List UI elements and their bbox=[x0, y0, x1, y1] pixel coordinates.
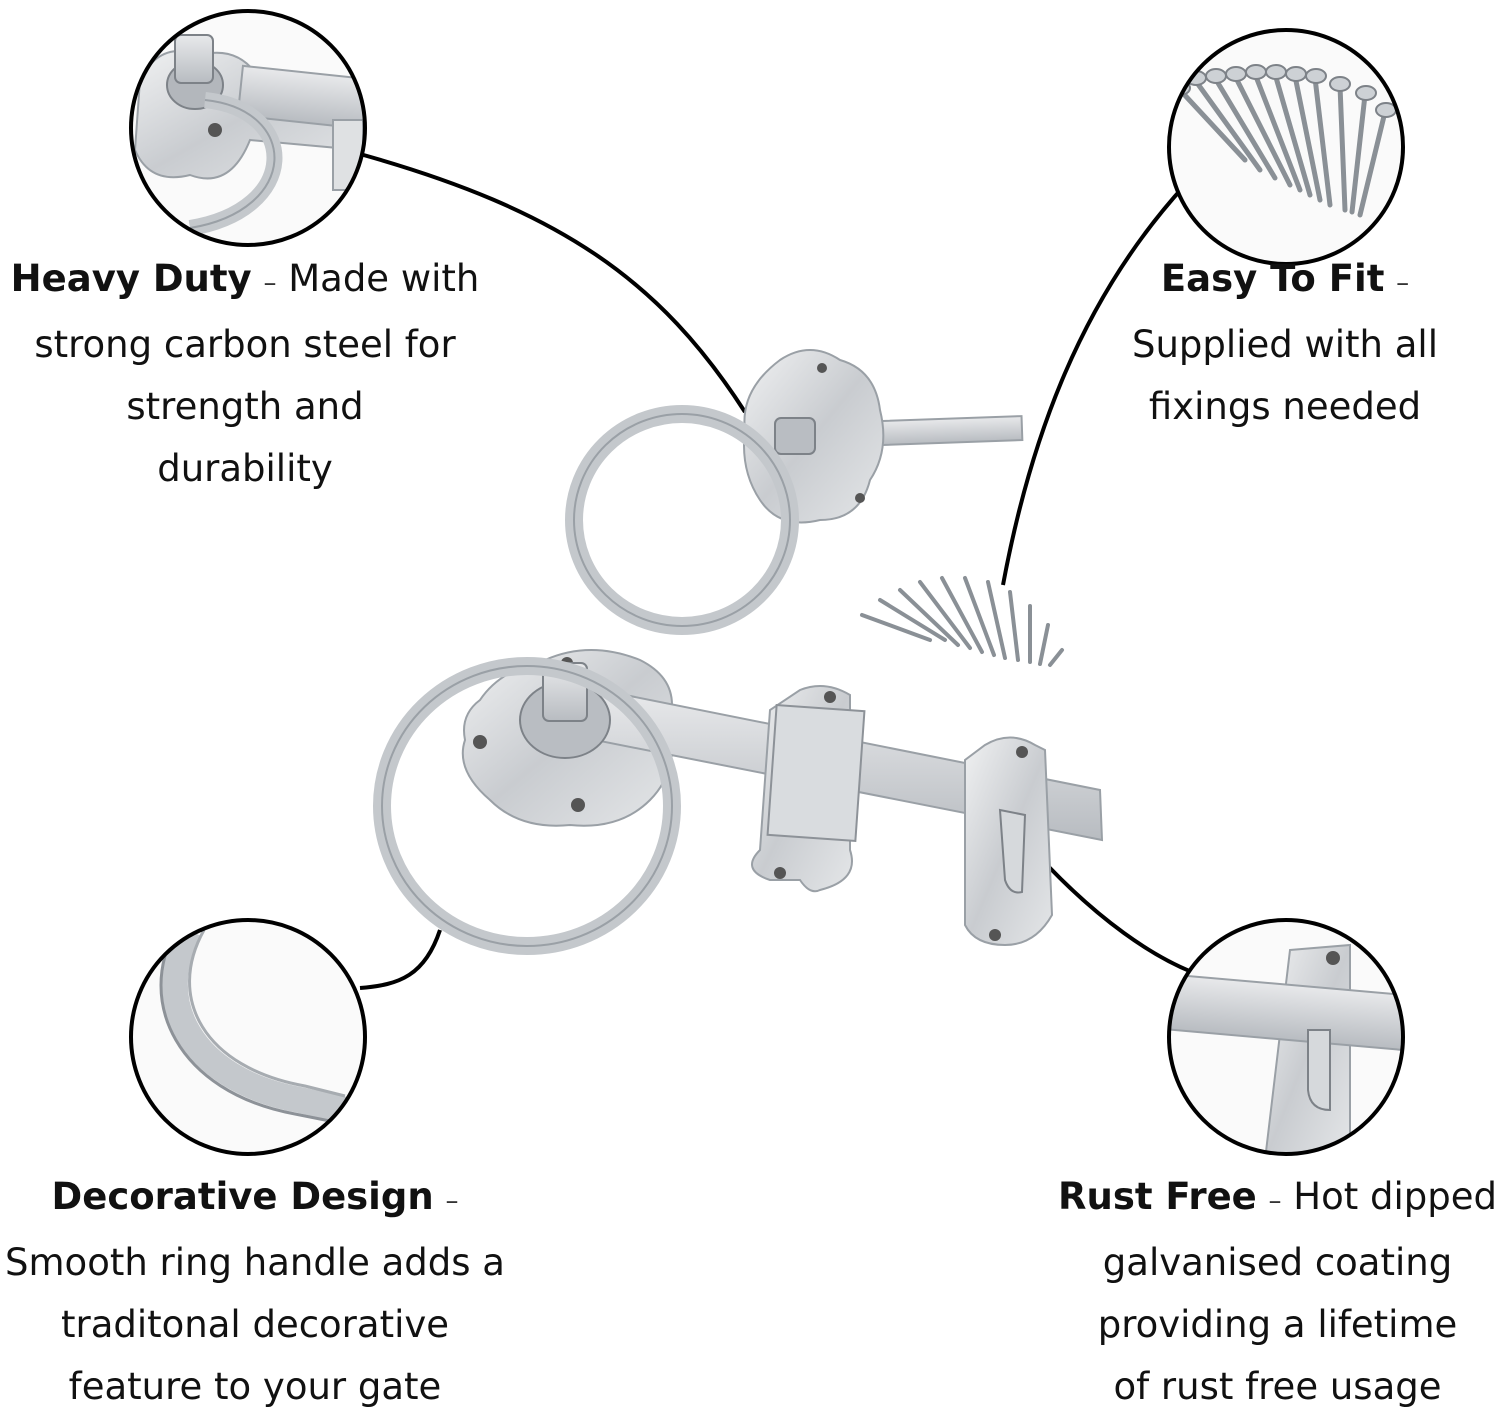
feature-line: galvanised coating bbox=[1102, 1241, 1453, 1284]
feature-line: providing a lifetime bbox=[1097, 1303, 1458, 1346]
feature-title: Decorative Design bbox=[51, 1175, 434, 1218]
feature-heavy-duty: Heavy Duty – Made with strong carbon ste… bbox=[0, 248, 490, 500]
feature-title: Heavy Duty bbox=[10, 257, 252, 300]
feature-line: strong carbon steel for bbox=[34, 323, 456, 366]
connector-rust-free bbox=[1046, 864, 1193, 974]
feature-line: strength and bbox=[126, 385, 364, 428]
feature-line: Supplied with all bbox=[1132, 323, 1438, 366]
feature-line: fixings needed bbox=[1148, 385, 1422, 428]
connector-easy-fit bbox=[1001, 183, 1187, 586]
connector-decorative bbox=[359, 929, 442, 990]
feature-line: durability bbox=[157, 447, 333, 490]
feature-line: of rust free usage bbox=[1113, 1365, 1442, 1408]
screw-set-icon bbox=[860, 576, 1064, 667]
keep-hook-zoom-icon bbox=[1167, 918, 1405, 1156]
screws-zoom-icon bbox=[1167, 28, 1405, 266]
feature-title: Rust Free bbox=[1057, 1175, 1257, 1218]
feature-line: traditonal decorative bbox=[60, 1303, 450, 1346]
feature-line: Smooth ring handle adds a bbox=[5, 1241, 505, 1284]
feature-dash: – bbox=[445, 1186, 459, 1216]
feature-easy-to-fit: Easy To Fit – Supplied with all fixings … bbox=[1085, 248, 1485, 438]
feature-dash: – bbox=[1268, 1186, 1282, 1216]
ring-handle-zoom-icon bbox=[129, 9, 367, 247]
feature-rust-free: Rust Free – Hot dipped galvanised coatin… bbox=[1055, 1166, 1500, 1418]
feature-line: Made with bbox=[288, 257, 480, 300]
feature-dash: – bbox=[263, 268, 277, 298]
ring-curve-zoom-icon bbox=[129, 918, 367, 1156]
ring-handle-product bbox=[565, 349, 1024, 635]
feature-dash: – bbox=[1396, 268, 1410, 298]
feature-title: Easy To Fit bbox=[1160, 257, 1385, 300]
ring-latch-product bbox=[373, 649, 1104, 955]
connector-heavy-duty bbox=[359, 152, 747, 414]
feature-decorative-design: Decorative Design – Smooth ring handle a… bbox=[0, 1166, 510, 1418]
feature-line: Hot dipped bbox=[1293, 1175, 1498, 1218]
feature-line: feature to your gate bbox=[68, 1365, 442, 1408]
